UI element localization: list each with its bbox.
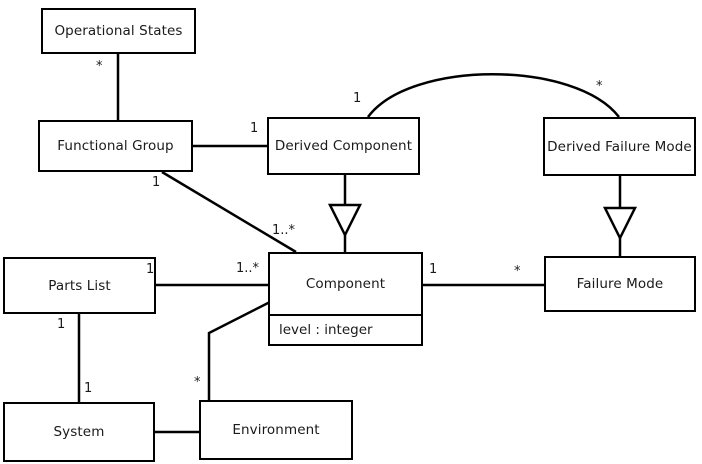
class-box-operational-states[interactable]: Operational States: [41, 8, 196, 54]
class-name-environment: Environment: [232, 422, 320, 438]
class-name-derived-component: Derived Component: [274, 138, 413, 154]
class-box-environment[interactable]: Environment: [199, 400, 353, 460]
multiplicity-label-component--failure-mode-1: *: [514, 264, 521, 279]
class-box-parts-list[interactable]: Parts List: [3, 257, 156, 314]
multiplicity-label-operational-states--functional-group-0: *: [96, 59, 103, 74]
multiplicity-label-functional-group--component-0: 1: [152, 175, 161, 190]
class-name-functional-group: Functional Group: [57, 138, 174, 154]
class-name-failure-mode: Failure Mode: [576, 276, 664, 292]
class-box-functional-group[interactable]: Functional Group: [38, 120, 193, 172]
multiplicity-label-parts-list--component-1: 1..*: [236, 261, 260, 276]
multiplicity-label-functional-group--component-1: 1..*: [272, 223, 296, 238]
class-name-component: Component: [305, 276, 386, 292]
multiplicity-label-parts-list--system-0: 1: [57, 317, 66, 332]
association-line-functional-group--component: [161, 170, 297, 254]
class-name-operational-states: Operational States: [54, 23, 183, 39]
class-name-parts-list: Parts List: [48, 277, 111, 294]
multiplicity-label-component--failure-mode-0: 1: [429, 262, 438, 277]
association-line-derived-component--derived-failure-mode: [366, 73, 620, 118]
multiplicity-label-parts-list--component-0: 1: [146, 262, 155, 277]
class-name-system: System: [53, 424, 105, 440]
generalization-lines-group: [327, 175, 638, 256]
class-attribute-component-level: level : integer: [270, 314, 421, 344]
multiplicity-label-component--environment-0: *: [194, 375, 201, 390]
class-box-system[interactable]: System: [3, 402, 155, 462]
generalization-triangle-derived-component--component: [327, 203, 363, 238]
class-box-derived-component[interactable]: Derived Component: [267, 117, 420, 175]
class-box-component[interactable]: Component level : integer: [268, 252, 423, 346]
association-line-component--environment: [207, 300, 271, 400]
multiplicity-label-parts-list--system-1: 1: [84, 381, 93, 396]
association-lines-group: [77, 54, 620, 434]
class-box-failure-mode[interactable]: Failure Mode: [544, 256, 696, 312]
class-box-derived-failure-mode[interactable]: Derived Failure Mode: [543, 117, 696, 176]
class-name-derived-failure-mode: Derived Failure Mode: [547, 138, 692, 155]
multiplicity-label-derived-component--derived-failure-mode-0: 1: [353, 91, 362, 106]
multiplicity-label-derived-component--derived-failure-mode-1: *: [596, 79, 603, 94]
generalization-triangle-derived-failure-mode--failure-mode: [602, 206, 638, 241]
multiplicity-label-functional-group--derived-component-0: 1: [250, 121, 259, 136]
